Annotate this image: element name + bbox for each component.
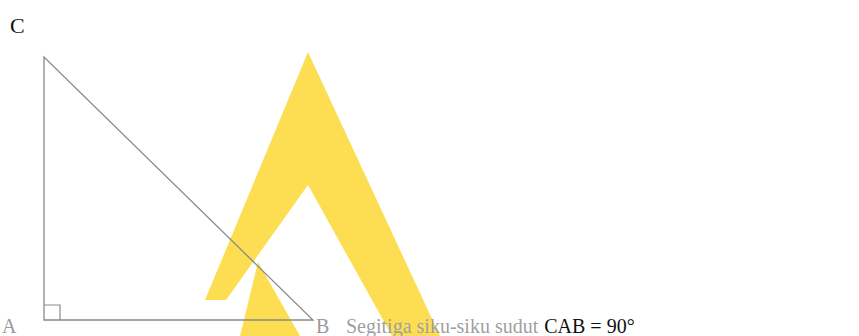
caption-text: Segitiga siku-siku sudut xyxy=(346,316,538,336)
vertex-label: A xyxy=(2,316,16,336)
right-angle-mark xyxy=(44,305,60,320)
right-triangle xyxy=(44,57,313,320)
caption-text: CAB = 90° xyxy=(544,316,634,336)
vertex-label: C xyxy=(10,15,25,37)
vertex-label: B xyxy=(316,316,329,336)
watermark-logo xyxy=(205,52,440,336)
